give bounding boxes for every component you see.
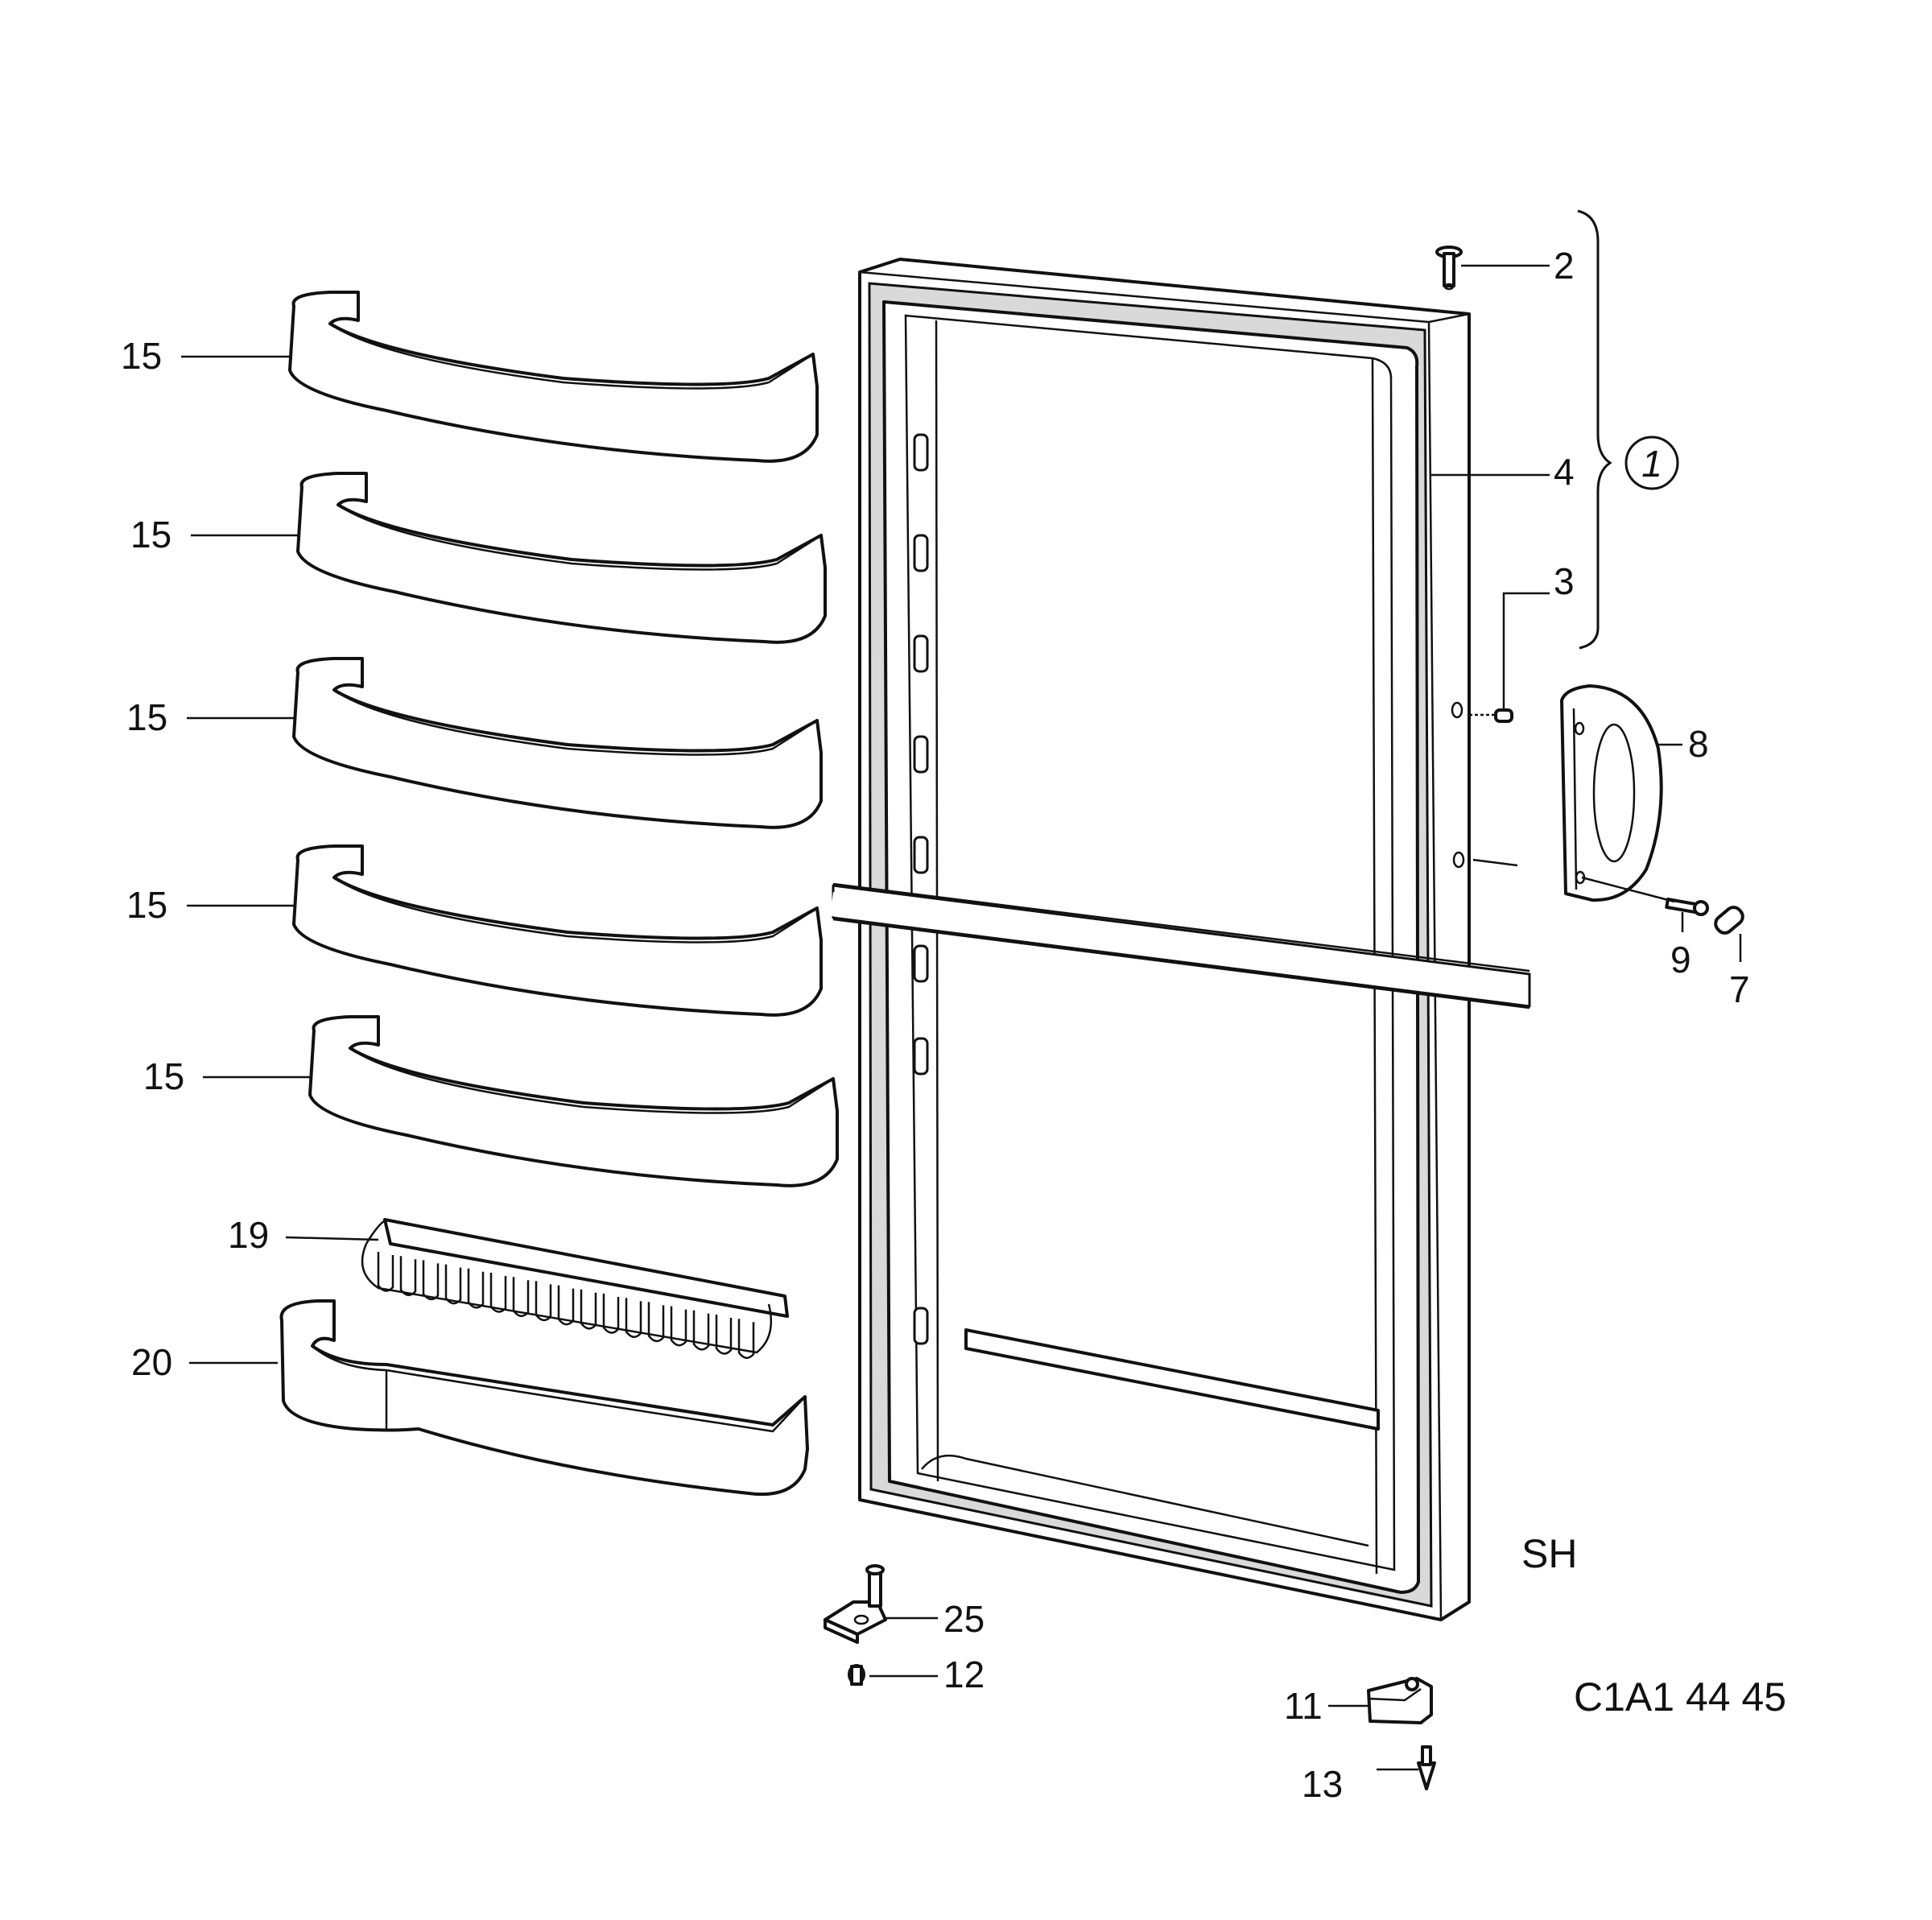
- label-gasket: 4: [1554, 451, 1575, 493]
- bottom-door-shelf: [279, 1299, 809, 1497]
- liner-slots: [913, 433, 929, 1345]
- variant-code: SH: [1521, 1531, 1577, 1576]
- screw-plug: [1469, 708, 1513, 723]
- label-shelf-4: 15: [126, 884, 167, 926]
- liner-slot: [913, 534, 929, 572]
- label-hinge-screw: 12: [943, 1654, 985, 1695]
- door-shelf-2: [296, 472, 827, 644]
- handle-screw: [1665, 898, 1709, 916]
- rack-slot: [467, 1268, 485, 1309]
- label-cover-screw: 13: [1302, 1763, 1343, 1805]
- liner-slot: [913, 944, 929, 983]
- label-hinge-cover: 11: [1284, 1685, 1323, 1727]
- rack-slot: [377, 1252, 394, 1292]
- rack-slot: [737, 1319, 755, 1359]
- liner-slot: [913, 836, 929, 874]
- liner-slot: [913, 433, 929, 472]
- cover-screw: [1417, 1745, 1436, 1790]
- bottle-rack: [361, 1218, 789, 1359]
- liner-slot: [913, 735, 929, 774]
- liner-slot: [913, 1307, 929, 1345]
- door-shelf-3: [292, 657, 823, 829]
- rack-slot: [625, 1298, 642, 1338]
- rack-slot: [647, 1302, 665, 1343]
- hinge-pin: [1435, 246, 1463, 291]
- rack-slot: [399, 1256, 417, 1296]
- label-hinge: 25: [943, 1598, 985, 1640]
- label-handle: 8: [1688, 723, 1709, 765]
- liner-slot: [913, 634, 929, 673]
- label-shelf-5: 15: [143, 1055, 184, 1097]
- handle-cap: [1714, 906, 1744, 935]
- label-rack: 19: [228, 1214, 269, 1256]
- label-bottom-shelf: 20: [131, 1341, 172, 1383]
- rack-slots: [377, 1252, 755, 1359]
- rack-slot: [670, 1306, 687, 1347]
- hinge-screw: [848, 1664, 865, 1686]
- drawing-code: C1A1 44 45: [1574, 1674, 1786, 1720]
- label-shelf-1: 15: [121, 335, 162, 377]
- label-shelf-2: 15: [130, 514, 171, 555]
- leader-lines: [181, 264, 1742, 1771]
- label-pin: 2: [1554, 245, 1575, 287]
- rack-slot: [557, 1285, 575, 1326]
- label-shelf-3: 15: [126, 696, 167, 738]
- assembly-brace: [1577, 209, 1679, 650]
- rack-slot: [602, 1294, 620, 1334]
- label-handle-screw: 9: [1670, 939, 1691, 981]
- callout-labels: 15 15 15 15 15 19 20 2 4 3 8 9 7 25 12 1…: [121, 245, 1786, 1805]
- rack-slot: [580, 1289, 597, 1330]
- lower-hinge: [824, 1564, 887, 1644]
- assembly-callout-number: 1: [1641, 443, 1662, 485]
- door-panel: [830, 258, 1531, 1621]
- rack-slot: [422, 1260, 440, 1301]
- door-shelf-1: [288, 291, 819, 463]
- door-shelf-4: [292, 844, 823, 1017]
- rack-slot: [535, 1281, 552, 1322]
- door-handle: [1560, 684, 1663, 902]
- rack-slot: [489, 1273, 507, 1313]
- label-screw-plug: 3: [1554, 560, 1575, 602]
- rack-slot: [444, 1264, 462, 1305]
- door-shelf-5: [308, 1015, 839, 1187]
- hinge-cover: [1367, 1677, 1433, 1724]
- rack-slot: [692, 1310, 710, 1351]
- label-cap: 7: [1729, 968, 1750, 1010]
- rack-slot: [715, 1315, 733, 1355]
- rack-slot: [512, 1277, 530, 1317]
- liner-slot: [913, 1037, 929, 1076]
